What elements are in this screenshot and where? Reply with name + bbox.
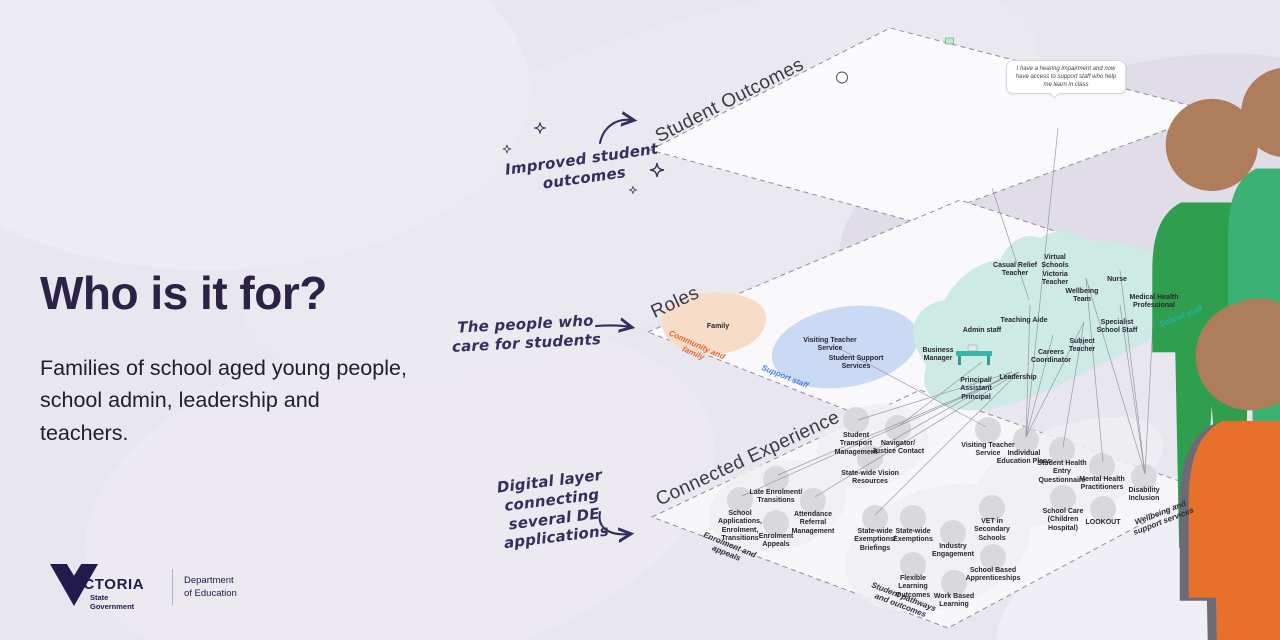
node-label: Industry Engagement xyxy=(931,543,974,559)
annotation-arrows xyxy=(594,120,632,535)
app-node xyxy=(843,407,869,433)
app-node xyxy=(1049,437,1075,463)
app-node xyxy=(900,505,926,531)
arrow-to-outcomes xyxy=(598,120,632,145)
node-label: Work Based Learning xyxy=(933,593,975,609)
node-label: Enrolment Appeals xyxy=(758,533,794,549)
node-label: State-wide Exemptions xyxy=(893,528,933,544)
node-label: Student Transport Management xyxy=(834,432,878,456)
role-label-nurse: Nurse xyxy=(1107,276,1127,283)
node-label: State-wide Vision Resources xyxy=(841,470,899,486)
role-label-wellbeing-team: Wellbeing Team xyxy=(1065,288,1099,304)
node-label: Mental Health Practitioners xyxy=(1079,476,1125,492)
role-label-visiting-teacher-service: Visiting Teacher Service xyxy=(803,337,857,353)
logo-brand-text: VICTORIA xyxy=(68,576,145,593)
principal-desk-figure xyxy=(956,344,992,365)
node-label: State-wide Exemptions/ Briefings xyxy=(854,528,896,552)
app-node xyxy=(980,544,1006,570)
logo-divider xyxy=(172,569,173,605)
role-label-casual-relief-teacher: Casual Relief Teacher xyxy=(993,262,1037,278)
speech-bubble: I have a hearing impairment and now have… xyxy=(1006,60,1126,95)
student-sign-figure xyxy=(945,37,954,45)
application-group-blobs xyxy=(709,403,1164,613)
role-label-careers-coordinator: Careers Coordinator xyxy=(1030,349,1072,365)
application-nodes xyxy=(727,407,1157,596)
role-label-admin-staff: Admin staff xyxy=(962,327,1002,334)
page-title: Who is it for? xyxy=(40,267,327,319)
school-staff-blob xyxy=(913,231,1227,411)
arrow-to-connected xyxy=(598,510,629,534)
community-family-blob xyxy=(661,292,767,355)
logo-department-text: Department of Education xyxy=(184,575,237,599)
node-label: Late Enrolment/ Transitions xyxy=(749,489,803,505)
node-label: Visiting Teacher Service xyxy=(961,442,1015,458)
node-label: School Care (Children Hospital) xyxy=(1042,508,1084,532)
app-node xyxy=(1050,485,1076,511)
node-label: LOOKOUT xyxy=(1085,519,1121,526)
node-label: Flexible Learning Outcomes xyxy=(895,575,931,599)
role-label-leadership: Leadership xyxy=(999,374,1037,381)
node-label: Student Health Entry Questionnaire xyxy=(1037,460,1087,484)
connection-lines xyxy=(741,127,1156,516)
role-group-blobs xyxy=(661,231,1227,411)
node-label: School Based Apprenticeships xyxy=(965,567,1021,583)
node-label: School Applications, Enrolment, Transiti… xyxy=(718,510,762,542)
node-label: Individual Education Plans xyxy=(996,450,1052,466)
student-wheelchair-figure xyxy=(836,68,1280,505)
app-node xyxy=(862,505,888,531)
app-node xyxy=(941,570,967,596)
app-node xyxy=(900,552,926,578)
app-node xyxy=(727,487,753,513)
app-node xyxy=(1131,464,1157,490)
app-node xyxy=(1090,496,1116,522)
role-label-virtual-schools-teacher: Virtual Schools Victoria Teacher xyxy=(1041,254,1069,286)
node-label: Disability Inclusion xyxy=(1128,487,1160,503)
role-label-student-support-services: Student Support Services xyxy=(828,355,884,371)
page-subtitle: Families of school aged young people, sc… xyxy=(40,356,407,445)
role-label-specialist-school-staff: Specialist School Staff xyxy=(1096,319,1138,335)
logo-state-text: State Government xyxy=(90,593,135,611)
victoria-government-logo: VICTORIA State Government Department of … xyxy=(50,562,280,614)
node-label: VET in Secondary Schools xyxy=(974,518,1010,542)
role-label-family: Family xyxy=(706,323,730,330)
app-node xyxy=(975,417,1001,443)
app-node xyxy=(1089,453,1115,479)
support-staff-blob xyxy=(771,305,919,389)
arrow-to-roles xyxy=(594,325,630,327)
node-label: Navigator/ Justice Contact xyxy=(871,440,925,456)
role-label-principal: Principal/ Assistant Principal xyxy=(960,377,992,401)
app-node xyxy=(763,510,789,536)
app-node xyxy=(763,466,789,492)
role-label-medical-health-professional: Medical Health Professional xyxy=(1129,294,1179,310)
student-figures xyxy=(836,37,1280,565)
role-figures xyxy=(956,238,1280,640)
app-node xyxy=(940,520,966,546)
role-label-teaching-aide: Teaching Aide xyxy=(1000,317,1048,324)
app-node xyxy=(979,495,1005,521)
node-label: Attendance Referral Management xyxy=(791,511,835,535)
role-label-subject-teacher: Subject Teacher xyxy=(1068,338,1096,354)
app-node xyxy=(857,445,883,471)
role-label-business-manager: Business Manager xyxy=(922,347,954,363)
app-node xyxy=(1013,427,1039,453)
